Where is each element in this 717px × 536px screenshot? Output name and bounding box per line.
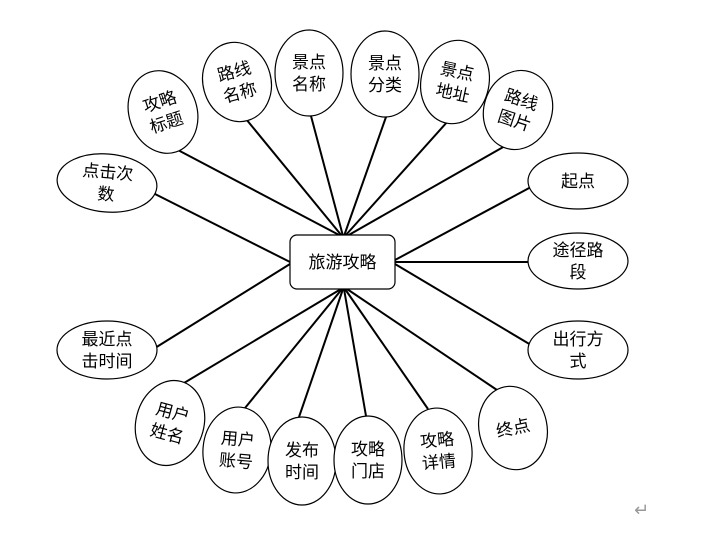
attr-fabu-shijian-ellipse [267, 416, 337, 506]
attr-zuijin-dianji-shijian-ellipse [56, 320, 158, 380]
entity-label: 旅游攻略 [309, 253, 377, 273]
attr-tujing-luduan-label: 途径路 [553, 241, 604, 261]
attr-qidian-ellipse [527, 152, 629, 210]
attr-zhongdian: 终点 [478, 385, 548, 471]
attr-qidian: 起点 [527, 152, 629, 210]
attr-dianji-cishu-ellipse [56, 153, 158, 213]
attr-chuxing-fangshi-label: 出行方 [553, 330, 604, 350]
attr-gonglue-xiangqing-ellipse [403, 407, 473, 495]
attr-luxian-tupian-ellipse [482, 69, 554, 151]
attr-gonglue-mendian-label: 门店 [351, 462, 385, 482]
attr-chuxing-fangshi-edge [394, 263, 532, 346]
attr-zuijin-dianji-shijian-label: 最近点 [82, 330, 133, 350]
attr-zhongdian-ellipse [478, 385, 548, 471]
attr-gonglue-biaoti-ellipse [127, 70, 199, 154]
attr-jingdian-mingcheng-label: 名称 [292, 75, 326, 95]
attr-luxian-mingcheng-edge [245, 118, 343, 237]
attr-luxian-mingcheng-ellipse [201, 41, 273, 123]
attr-dianji-cishu-edge [152, 192, 291, 263]
attr-zuijin-dianji-shijian-edge [154, 263, 291, 349]
attr-jingdian-mingcheng-edge [310, 115, 344, 237]
attr-jingdian-fenlei-label: 分类 [368, 76, 402, 96]
attr-jingdian-dizhi-ellipse [420, 39, 490, 125]
attr-fabu-shijian-label: 时间 [285, 463, 319, 483]
attr-tujing-luduan-ellipse [527, 232, 629, 290]
attr-jingdian-dizhi-edge [344, 120, 449, 237]
attr-tujing-luduan-label: 段 [570, 263, 587, 283]
attr-qidian-edge [394, 186, 532, 261]
attr-yonghu-zhanghao-label: 账号 [218, 451, 254, 474]
attr-yonghu-zhanghao-label: 用户 [220, 429, 256, 452]
attr-yonghu-xingming-edge [183, 288, 342, 384]
attr-gonglue-xiangqing-edge [344, 288, 429, 410]
attr-gonglue-mendian-edge [343, 288, 367, 417]
attr-yonghu-zhanghao-edge [244, 288, 343, 409]
attr-gonglue-mendian-ellipse [333, 415, 403, 505]
attributes: 攻略标题路线名称景点名称景点分类景点地址路线图片点击次数起点途径路段出行方式最近… [56, 29, 629, 506]
attr-gonglue-biaoti-edge [175, 148, 342, 237]
edges [152, 115, 532, 418]
attr-chuxing-fangshi-ellipse [527, 320, 629, 380]
attr-gonglue-mendian-label: 攻略 [351, 440, 385, 460]
attr-gonglue-xiangqing-label: 详情 [421, 452, 457, 475]
attr-jingdian-mingcheng-label: 景点 [292, 53, 326, 73]
attr-qidian-label: 起点 [561, 172, 595, 192]
attr-fabu-shijian-edge [298, 288, 344, 418]
attr-gonglue-xiangqing-label: 攻略 [419, 430, 455, 453]
attr-dianji-cishu-label: 点击次 [82, 161, 135, 185]
attr-zhongdian-edge [346, 288, 498, 391]
attr-fabu-shijian-label: 发布 [285, 441, 319, 461]
entity: 旅游攻略 [289, 234, 396, 290]
attr-jingdian-fenlei-ellipse [350, 30, 420, 118]
return-mark: ↵ [634, 500, 649, 521]
attr-jingdian-fenlei-edge [343, 116, 387, 237]
entity-box [289, 234, 396, 290]
attr-luxian-tupian-edge [346, 145, 506, 237]
attr-dianji-cishu-label: 数 [97, 184, 116, 205]
attr-jingdian-mingcheng-ellipse [274, 29, 344, 117]
attr-jingdian-fenlei-label: 景点 [368, 54, 402, 74]
attr-zuijin-dianji-shijian-label: 击时间 [82, 352, 133, 372]
attr-yonghu-zhanghao-ellipse [202, 406, 272, 494]
attr-chuxing-fangshi-label: 式 [570, 352, 587, 372]
attr-yonghu-xingming-ellipse [134, 379, 206, 467]
